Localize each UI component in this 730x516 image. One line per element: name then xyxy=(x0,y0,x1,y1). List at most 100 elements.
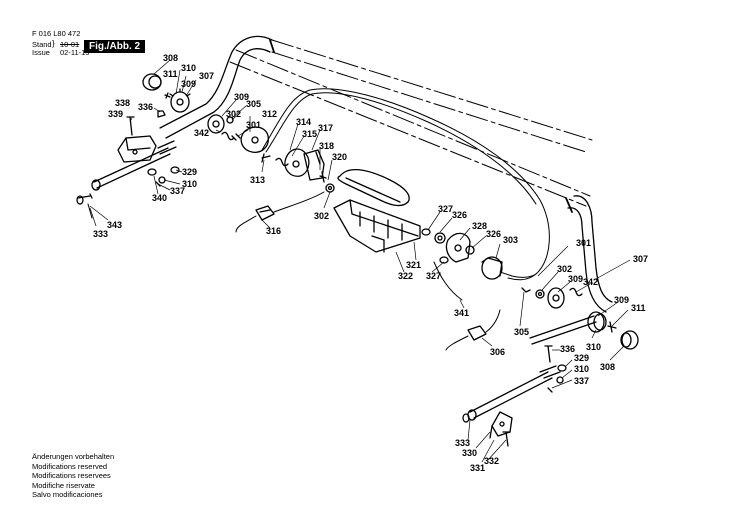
grip-309-right xyxy=(547,287,565,309)
switch-306 xyxy=(467,325,487,341)
rod-right xyxy=(529,315,597,345)
part-number-label: 316 xyxy=(266,226,281,236)
part-number-label: 329 xyxy=(182,167,197,177)
switch-316 xyxy=(255,205,275,221)
part-number-label: 307 xyxy=(633,254,648,264)
part-number-label: 302 xyxy=(557,264,572,274)
part-number-label: 343 xyxy=(107,220,122,230)
washer-326-low xyxy=(465,245,475,255)
part-number-label: 317 xyxy=(318,123,333,133)
part-number-label: 309 xyxy=(181,79,196,89)
pin-336-left xyxy=(157,110,166,118)
part-number-label: 318 xyxy=(319,141,334,151)
washer-302-right xyxy=(535,289,545,299)
washer-310-right-lower xyxy=(556,376,564,384)
part-number-label: 321 xyxy=(406,260,421,270)
screw-336-right xyxy=(544,345,553,363)
issue-value: 02-11-15 xyxy=(60,48,90,57)
washer-329-right xyxy=(557,364,567,372)
notes-block: Änderungen vorbehalten Modifications res… xyxy=(32,452,114,500)
part-number-label: 332 xyxy=(484,456,499,466)
part-number-label: 326 xyxy=(452,210,467,220)
screw-311-right xyxy=(607,321,617,333)
cap-308-left xyxy=(142,73,162,91)
cap-333-left xyxy=(76,195,84,205)
part-number-label: 329 xyxy=(574,353,589,363)
spring-342 xyxy=(221,131,235,141)
grip-303 xyxy=(481,256,503,280)
part-number-label: 305 xyxy=(514,327,529,337)
part-number-label: 314 xyxy=(296,117,311,127)
part-number-label: 301 xyxy=(576,238,591,248)
grip-cover-320 xyxy=(337,169,410,207)
part-number-label: 306 xyxy=(490,347,505,357)
washer-327-top xyxy=(421,228,431,236)
part-number-label: 333 xyxy=(455,438,470,448)
rod-lower-right xyxy=(467,365,561,421)
handle-tube-right xyxy=(565,195,613,313)
part-number-label: 320 xyxy=(332,152,347,162)
part-number-label: 333 xyxy=(93,229,108,239)
note-line: Modifications reserved xyxy=(32,461,108,471)
part-number-label: 301 xyxy=(246,120,261,130)
note-line: Modifiche riservate xyxy=(32,480,95,490)
lever-317 xyxy=(303,149,325,181)
washer-327-low xyxy=(439,256,449,264)
screw-311-left xyxy=(164,92,171,99)
part-number-label: 311 xyxy=(631,303,646,313)
note-line: Änderungen vorbehalten xyxy=(32,452,115,461)
bracket-330 xyxy=(491,411,513,437)
handle-tube-left xyxy=(159,35,275,139)
housing-309-mid xyxy=(207,114,225,134)
part-number-label: 311 xyxy=(163,69,178,79)
part-number-label: 339 xyxy=(108,109,123,119)
part-number-label: 312 xyxy=(262,109,277,119)
cable-341 xyxy=(433,261,463,301)
figure-label: Fig./Abb. 2 xyxy=(84,40,146,53)
pin-305-right xyxy=(521,287,531,293)
part-number-label: 338 xyxy=(115,98,130,108)
part-number-label: 336 xyxy=(138,102,153,112)
part-number-label: 310 xyxy=(574,364,589,374)
issue-label: Issue xyxy=(32,48,50,57)
stand-value: 10-01 xyxy=(60,40,80,49)
document-number: F 016 L80 472 xyxy=(32,29,81,38)
washer-326-top xyxy=(434,232,446,244)
screw-337-right xyxy=(547,387,553,393)
lever-312 xyxy=(240,126,269,153)
spacer-329 xyxy=(170,166,180,174)
part-number-label: 315 xyxy=(302,129,317,139)
part-number-label: 331 xyxy=(470,463,485,473)
part-number-label: 308 xyxy=(600,362,615,372)
cap-333-right xyxy=(462,413,470,423)
part-number-label: 337 xyxy=(170,186,185,196)
part-number-label: 313 xyxy=(250,175,265,185)
part-number-label: 328 xyxy=(472,221,487,231)
leader-lines xyxy=(89,59,631,463)
part-number-label: 342 xyxy=(583,277,598,287)
washer-302-left xyxy=(226,116,234,124)
stand-label: Stand xyxy=(32,40,52,49)
grip-309-left xyxy=(169,88,191,113)
part-number-label: 327 xyxy=(426,271,441,281)
cable-306 xyxy=(445,309,501,351)
part-number-label: 308 xyxy=(163,53,178,63)
screw-338-left xyxy=(126,116,135,136)
washer-302-mid xyxy=(325,183,335,193)
part-number-label: 322 xyxy=(398,271,413,281)
bolt-343 xyxy=(77,193,93,219)
screw-332 xyxy=(502,431,511,447)
part-labels: 3083113103093073383393363093053023423123… xyxy=(93,53,648,473)
part-number-label: 310 xyxy=(182,179,197,189)
lever-328 xyxy=(445,232,471,263)
part-number-label: 303 xyxy=(503,235,518,245)
part-number-label: 309 xyxy=(614,295,629,305)
part-number-label: 302 xyxy=(226,109,241,119)
cable-301-lower xyxy=(499,271,537,278)
part-number-label: 330 xyxy=(462,448,477,458)
note-line: Modifications reservees xyxy=(32,471,111,481)
rod-left xyxy=(91,140,177,191)
bracket-339-left xyxy=(117,135,157,163)
part-number-label: 310 xyxy=(181,63,196,73)
